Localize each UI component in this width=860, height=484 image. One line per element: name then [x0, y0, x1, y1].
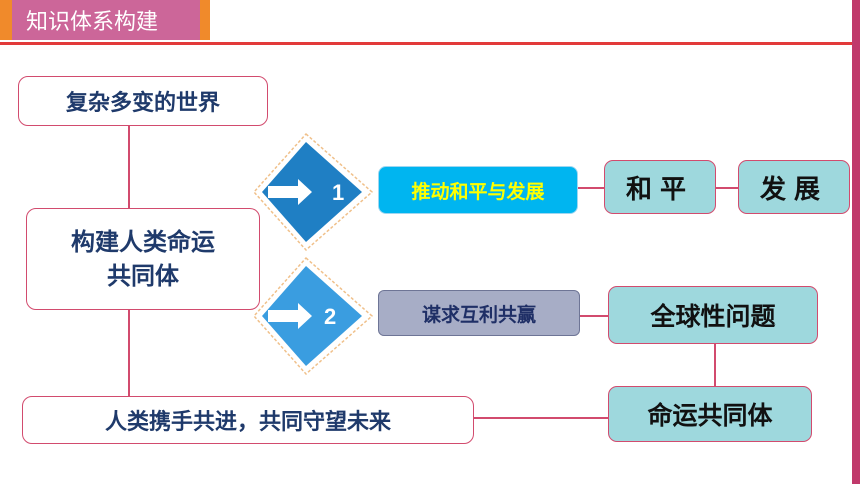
node-complex-world: 复杂多变的世界: [18, 76, 268, 126]
node-peace: 和平: [604, 160, 716, 214]
marker-2: 2: [252, 256, 374, 376]
connector-global-community: [714, 344, 716, 386]
connector-world-build: [128, 126, 130, 208]
node-shared-future-community: 命运共同体: [608, 386, 812, 442]
node-complex-world-label: 复杂多变的世界: [65, 91, 220, 116]
connector-human-community: [474, 417, 608, 419]
header-accent-right: [200, 0, 210, 40]
arrow-right-icon: [268, 303, 312, 329]
node-build-line1: 构建人类命运: [71, 228, 215, 256]
node-promote-peace-development: 推动和平与发展: [378, 166, 578, 214]
node-human-together: 人类携手共进，共同守望未来: [22, 396, 474, 444]
header-underline: [0, 42, 860, 45]
right-edge-strip: [852, 0, 860, 484]
marker-2-number: 2: [324, 304, 336, 329]
node-win-win: 谋求互利共赢: [378, 290, 580, 336]
node-human-together-label: 人类携手共进，共同守望未来: [104, 410, 391, 435]
node-build-line2: 共同体: [107, 262, 179, 290]
arrow-right-icon: [268, 179, 312, 205]
node-peace-label: 和平: [625, 174, 694, 205]
marker-1-number: 1: [332, 180, 344, 205]
connector-win-global: [580, 315, 608, 317]
connector-peace-dev: [716, 187, 738, 189]
header-accent-left: [0, 0, 12, 40]
node-build-community: 构建人类命运 共同体: [26, 208, 260, 310]
node-global-issues: 全球性问题: [608, 286, 818, 344]
connector-build-human: [128, 310, 130, 396]
node-win-win-label: 谋求互利共赢: [421, 303, 536, 326]
node-global-issues-label: 全球性问题: [650, 302, 776, 331]
connector-main-peace: [578, 187, 604, 189]
header-title: 知识体系构建: [12, 0, 200, 40]
node-shared-future-community-label: 命运共同体: [647, 401, 773, 430]
node-development: 发展: [738, 160, 850, 214]
marker-1: 1: [252, 132, 374, 252]
node-promote-peace-development-label: 推动和平与发展: [411, 180, 545, 203]
node-development-label: 发展: [759, 174, 828, 205]
